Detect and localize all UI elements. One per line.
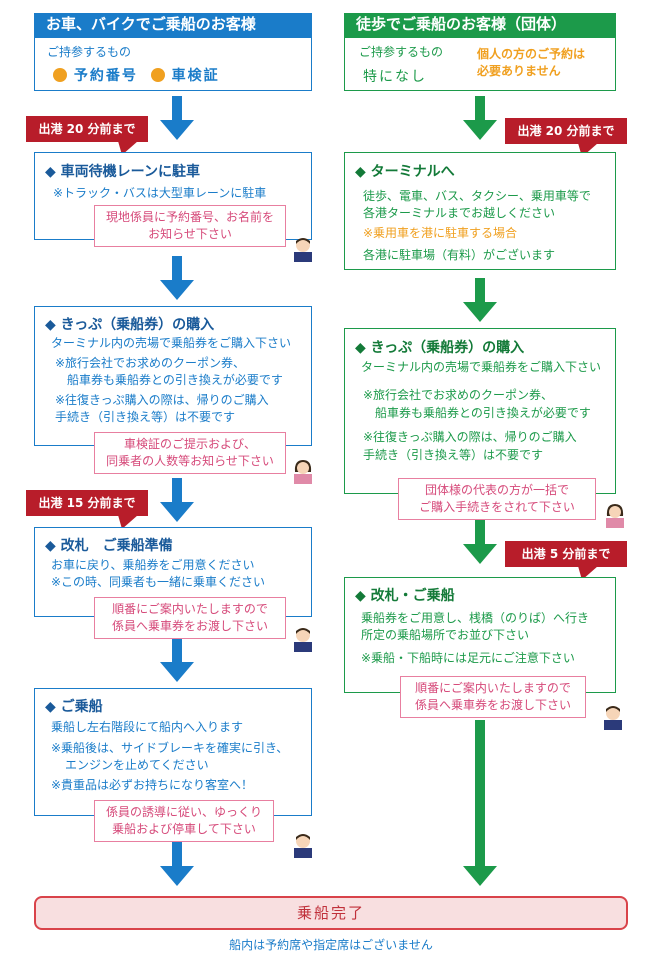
tag-pointer [118,515,138,529]
step-line: 船車券も乗船券との引き換えが必要です [375,406,591,420]
left-bring-box: ご持参するもの 予約番号 車検証 [34,37,312,91]
step-line: ※トラック・バスは大型車レーンに駐車 [53,186,267,200]
tag-pointer [118,141,138,155]
step-line: ※乗船後は、サイドブレーキを確実に引き、 [51,741,289,755]
staff-man-icon [294,238,312,262]
left-step-park-note: 現地係員に予約番号、お名前を お知らせ下さい [94,205,286,247]
step-line: 乗船し左右階段にて船内へ入ります [51,720,244,734]
step-line: ※この時、同乗者も一緒に乗車ください [51,575,266,589]
right-step-gate-board: ◆ 改札・ご乗船 乗船券をご用意し、桟橋（のりば）へ行き 所定の乗船場所でお並び… [344,577,616,693]
step-line: ターミナル内の売場で乗船券をご購入下さい [361,360,602,374]
right-bring-nothing: 特になし [363,69,427,85]
staff-woman-icon [294,460,312,484]
down-arrow-icon [160,256,194,300]
left-step-ticket-note: 車検証のご提示および、 同乗者の人数等お知らせ下さい [94,432,286,474]
step-title: ◆ ターミナルへ [355,164,455,180]
notice-line: 個人の方のご予約は [477,47,586,61]
step-line: 乗船券をご用意し、桟橋（のりば）へ行き [361,611,590,625]
down-arrow-icon [463,278,497,322]
right-bring-box: ご持参するもの 特になし 個人の方のご予約は 必要ありません [344,37,616,91]
bring-item-vehicle-inspection: 車検証 [171,68,220,84]
step-line: ※往復きっぷ購入の際は、帰りのご購入 [363,430,577,444]
step-line: ※旅行会社でお求めのクーポン券、 [55,356,246,370]
step-line: 各港ターミナルまでお越しください [363,206,556,220]
note-line: 同乗者の人数等お知らせ下さい [106,454,274,468]
down-arrow-icon [160,638,194,682]
right-time-tag-5min: 出港 5 分前まで [505,541,627,567]
note-line: 車検証のご提示および、 [123,437,256,451]
note-line: 現地係員に予約番号、お名前を [105,210,274,224]
step-title: ◆ きっぷ（乗船券）の購入 [45,317,215,333]
step-title: ◆ 車両待機レーンに駐車 [45,164,200,180]
step-title: ◆ 改札・ご乗船 [355,588,455,604]
step-line: ターミナル内の売場で乗船券をご購入下さい [51,336,292,350]
down-arrow-icon [463,520,497,564]
step-line: 徒歩、電車、バス、タクシー、乗用車等で [363,189,591,203]
down-arrow-icon [160,842,194,886]
step-line: 所定の乗船場所でお並び下さい [361,628,530,642]
note-line: 係員へ乗車券をお渡し下さい [414,698,571,712]
right-time-tag-20min: 出港 20 分前まで [505,118,627,144]
right-step-ticket: ◆ きっぷ（乗船券）の購入 ターミナル内の売場で乗船券をご購入下さい ※旅行会社… [344,328,616,494]
boarding-complete-banner: 乗船完了 [34,896,628,930]
staff-man-icon [294,628,312,652]
note-line: 順番にご案内いたしますので [415,681,571,695]
left-step-board-note: 係員の誘導に従い、ゆっくり 乗船および停車して下さい [94,800,274,842]
boarding-complete-note: 船内は予約席や指定席はございません [229,938,433,952]
step-line: ※貴重品は必ずお持ちになり客室へ！ [51,778,254,792]
right-header: 徒歩でご乗船のお客様（団体） [344,13,616,37]
staff-woman-icon [606,504,624,528]
notice-line: 必要ありません [477,64,561,78]
right-bring-label: ご持参するもの [359,45,444,59]
step-line: エンジンを止めてください [65,758,209,772]
left-header: お車、バイクでご乗船のお客様 [34,13,312,37]
left-bring-label: ご持参するもの [47,45,132,59]
left-step-board: ◆ ご乗船 乗船し左右階段にて船内へ入ります ※乗船後は、サイドブレーキを確実に… [34,688,312,816]
step-title: ◆ 改札 ご乗船準備 [45,538,173,554]
orange-dot-icon [53,68,67,82]
step-line: 手続き（引き換え等）は不要です [363,448,544,462]
left-time-tag-15min: 出港 15 分前まで [26,490,148,516]
step-line: 各港に駐車場（有料）がございます [363,248,556,262]
step-title: ◆ ご乗船 [45,699,103,715]
note-line: 係員へ乗車券をお渡し下さい [111,619,268,633]
right-notice: 個人の方のご予約は 必要ありません [477,46,585,80]
note-line: 順番にご案内いたしますので [112,602,268,616]
long-down-arrow-icon [463,720,497,886]
down-arrow-icon [160,96,194,140]
step-line: ※旅行会社でお求めのクーポン券、 [363,388,554,402]
step-line: ※往復きっぷ購入の際は、帰りのご購入 [55,393,269,407]
note-line: 乗船および停車して下さい [112,822,256,836]
step-line: 船車券も乗船券との引き換えが必要です [67,373,283,387]
left-time-tag-20min: 出港 20 分前まで [26,116,148,142]
right-step-terminal: ◆ ターミナルへ 徒歩、電車、バス、タクシー、乗用車等で 各港ターミナルまでお越… [344,152,616,270]
step-orange-line: ※乗用車を港に駐車する場合 [363,226,518,240]
step-line: 手続き（引き換え等）は不要です [55,410,236,424]
left-bring-items: 予約番号 車検証 [53,65,220,85]
down-arrow-icon [160,478,194,522]
note-line: ご購入手続きをされて下さい [419,500,575,514]
note-line: 団体様の代表の方が一括で [424,483,569,497]
staff-man-icon [604,706,622,730]
down-arrow-icon [463,96,497,140]
right-step-ticket-note: 団体様の代表の方が一括で ご購入手続きをされて下さい [398,478,596,520]
note-line: お知らせ下さい [148,227,232,241]
step-line: ※乗船・下船時には足元にご注意下さい [361,651,575,665]
note-line: 係員の誘導に従い、ゆっくり [105,805,262,819]
step-line: お車に戻り、乗船券をご用意ください [51,558,255,572]
orange-dot-icon [150,68,165,82]
tag-pointer [578,566,598,580]
right-step-gate-board-note: 順番にご案内いたしますので 係員へ乗車券をお渡し下さい [400,676,586,718]
step-title: ◆ きっぷ（乗船券）の購入 [355,340,525,356]
left-step-gate-note: 順番にご案内いたしますので 係員へ乗車券をお渡し下さい [94,597,286,639]
bring-item-reservation-number: 予約番号 [73,68,138,84]
left-step-ticket: ◆ きっぷ（乗船券）の購入 ターミナル内の売場で乗船券をご購入下さい ※旅行会社… [34,306,312,446]
staff-man-icon [294,834,312,858]
